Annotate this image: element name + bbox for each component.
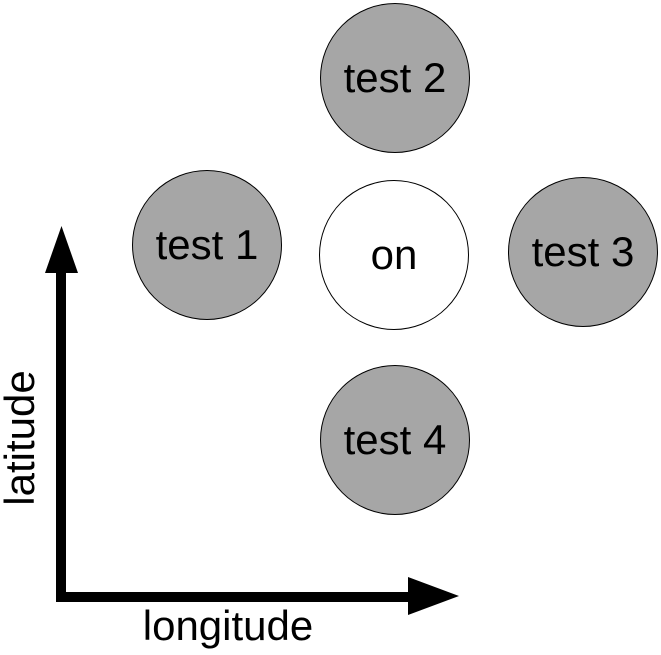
node-test-4-label: test 4 xyxy=(343,416,447,463)
y-axis-arrowhead-icon xyxy=(45,226,78,273)
node-test-2-label: test 2 xyxy=(343,54,447,101)
node-test-1-label: test 1 xyxy=(155,221,259,268)
node-test-3-label: test 3 xyxy=(531,228,635,275)
node-on-label: on xyxy=(370,231,418,278)
node-on: on xyxy=(319,180,469,330)
node-test-3: test 3 xyxy=(508,177,658,327)
node-test-2: test 2 xyxy=(320,3,470,153)
node-test-4: test 4 xyxy=(320,365,470,515)
y-axis-label: latitude xyxy=(0,370,43,506)
node-test-1: test 1 xyxy=(132,170,282,320)
x-axis-label: longitude xyxy=(142,602,314,649)
x-axis-arrowhead-icon xyxy=(408,577,459,615)
